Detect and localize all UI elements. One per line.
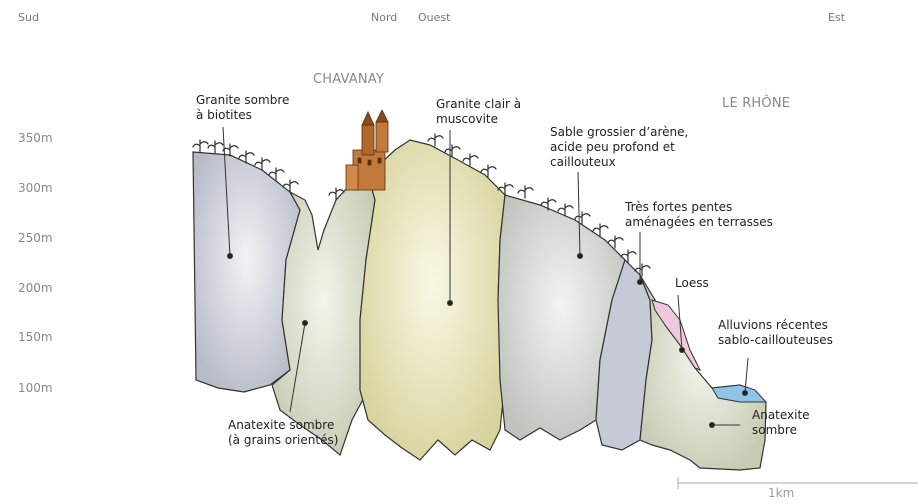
label-sable: Sable grossier d’arène, acide peu profon… (550, 125, 688, 170)
place-chavanay: CHAVANAY (313, 72, 384, 87)
elevation-label: 250m (18, 231, 53, 245)
scale-bar (678, 477, 918, 489)
elevation-label: 350m (18, 131, 53, 145)
label-anatexite-orientes: Anatexite sombre (à grains orientés) (228, 418, 338, 448)
direction-south: Sud (18, 11, 39, 24)
direction-west: Ouest (418, 11, 450, 24)
direction-north: Nord (371, 11, 397, 24)
label-alluvions: Alluvions récentes sablo-caillouteuses (718, 318, 833, 348)
elevation-label: 200m (18, 281, 53, 295)
granite-sombre-block (193, 152, 300, 392)
elevation-label: 150m (18, 330, 53, 344)
label-pentes: Très fortes pentes aménagées en terrasse… (625, 200, 773, 230)
direction-east: Est (828, 11, 845, 24)
chavanay-village (346, 110, 388, 190)
label-granite-clair: Granite clair à muscovite (436, 97, 521, 127)
place-le-rhone: LE RHÔNE (722, 96, 790, 111)
elevation-label: 300m (18, 181, 53, 195)
label-granite-sombre: Granite sombre à biotites (196, 93, 289, 123)
scale-label: 1km (768, 486, 794, 500)
elevation-label: 100m (18, 381, 53, 395)
label-anatexite-sombre: Anatexite sombre (752, 408, 810, 438)
label-loess: Loess (675, 276, 709, 291)
